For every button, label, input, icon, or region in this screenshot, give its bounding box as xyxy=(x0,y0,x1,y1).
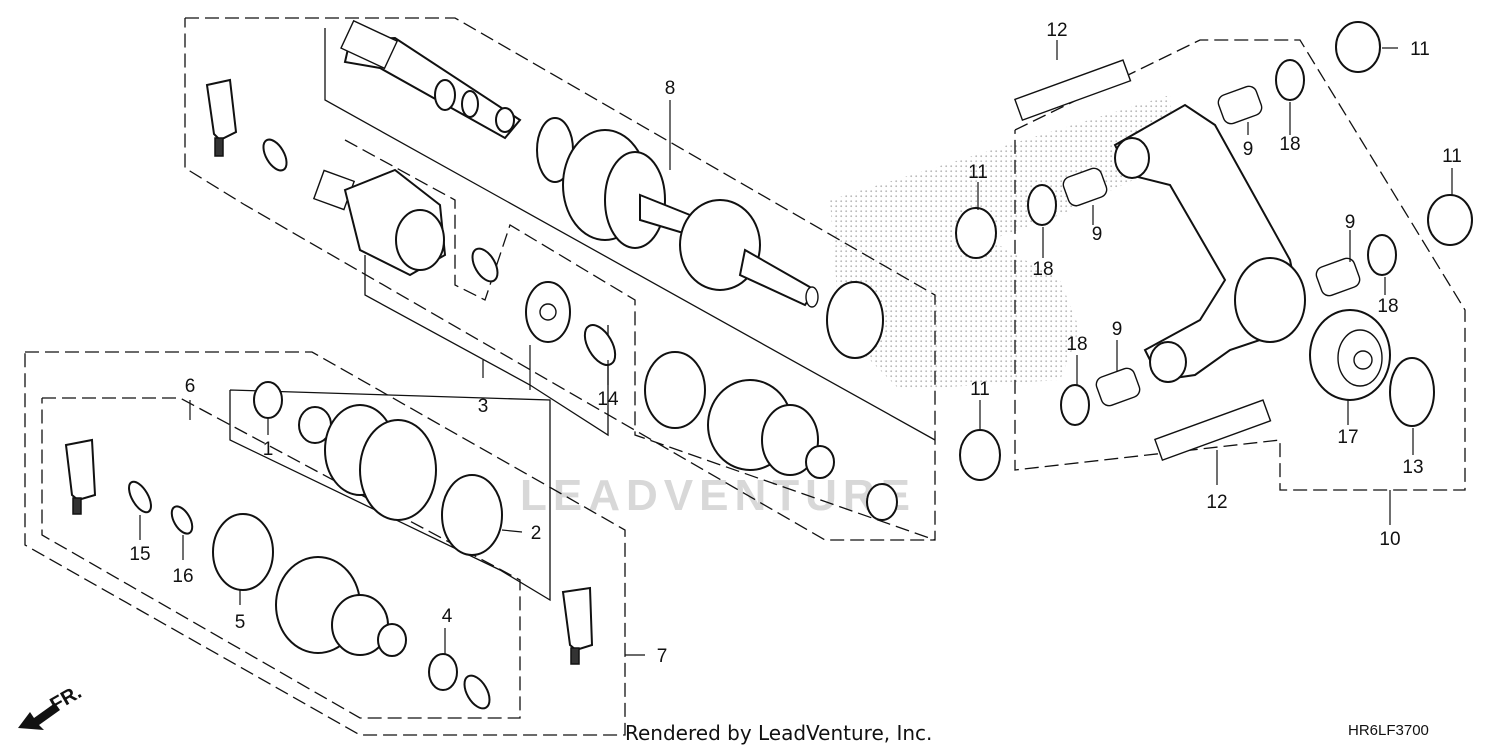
seals-18-icons xyxy=(1027,59,1397,426)
callout-9c: 9 xyxy=(1345,212,1356,233)
circlip-icon-2 xyxy=(471,247,499,283)
diagram-code: HR6LF3700 xyxy=(1348,722,1429,739)
callout-18c: 18 xyxy=(1377,296,1398,317)
sleeve-12a-icon xyxy=(1013,59,1132,121)
callout-16: 16 xyxy=(172,566,193,587)
callout-18d: 18 xyxy=(1066,334,1087,355)
boot-icon xyxy=(707,379,835,479)
callout-11a: 11 xyxy=(1410,39,1430,60)
small-boot-band-icon xyxy=(866,483,898,521)
callout-3: 3 xyxy=(478,396,489,417)
callout-4: 4 xyxy=(442,606,453,627)
grease-tube-icon-3 xyxy=(561,586,594,665)
circlip-icon xyxy=(262,138,288,172)
inner-boot-icon xyxy=(298,404,437,521)
circlip-bottom-icon xyxy=(463,674,491,710)
leader-lines xyxy=(139,40,1453,656)
callout-7: 7 xyxy=(657,646,668,667)
callout-12b: 12 xyxy=(1206,492,1227,513)
callout-6: 6 xyxy=(185,376,196,397)
callout-14: 14 xyxy=(597,389,619,410)
callout-18b: 18 xyxy=(1032,259,1053,280)
callout-17: 17 xyxy=(1337,427,1358,448)
snap-ring-icon xyxy=(583,324,617,366)
callout-12a: 12 xyxy=(1046,20,1067,41)
dust-seal-11-icons xyxy=(955,21,1473,481)
circlip-16-icon xyxy=(170,505,194,535)
callout-15: 15 xyxy=(129,544,150,565)
boot-band-2-icon xyxy=(441,474,503,556)
callout-13: 13 xyxy=(1402,457,1423,478)
cage-bearing-icon xyxy=(525,281,571,343)
sleeve-12b-icon xyxy=(1153,399,1272,461)
boot-band-5-icon xyxy=(212,513,274,591)
callout-11b: 11 xyxy=(968,162,988,183)
callout-1: 1 xyxy=(263,439,274,460)
callout-11c: 11 xyxy=(1442,146,1462,167)
bushings-9-icons xyxy=(1062,85,1361,407)
circlip-15-icon xyxy=(128,480,152,514)
front-direction-arrow-icon: FR. xyxy=(18,681,85,730)
boot-band-4-icon xyxy=(428,653,458,691)
swing-arm-icon xyxy=(1113,103,1306,383)
group-7-frame xyxy=(24,351,626,736)
footer-credit: Rendered by LeadVenture, Inc. xyxy=(625,721,932,745)
drive-shaft-icon xyxy=(340,19,819,308)
group-8-frame xyxy=(184,17,936,541)
callouts: 8 3 14 1 2 5 4 15 16 6 7 12 12 11 11 11 … xyxy=(129,20,1461,667)
callout-8: 8 xyxy=(665,78,676,99)
grease-tube-icon xyxy=(205,78,238,157)
watermark-text: LEADVENTURE xyxy=(520,471,916,520)
callout-10: 10 xyxy=(1379,529,1400,550)
callout-9d: 9 xyxy=(1112,319,1123,340)
boot-2-icon xyxy=(275,556,407,657)
callout-18a: 18 xyxy=(1279,134,1300,155)
callout-2: 2 xyxy=(531,523,542,544)
boot-band-icon xyxy=(644,351,706,429)
snap-ring-13-icon xyxy=(1389,357,1435,427)
callout-9a: 9 xyxy=(1243,139,1254,160)
callout-5: 5 xyxy=(235,612,246,633)
grease-tube-icon-2 xyxy=(64,438,97,515)
callout-9b: 9 xyxy=(1092,224,1103,245)
outer-joint-housing-icon xyxy=(312,168,447,277)
callout-11d: 11 xyxy=(970,379,990,400)
group-10-frame xyxy=(1014,39,1466,491)
boot-band-1-icon xyxy=(253,381,283,419)
large-boot-band-icon xyxy=(826,281,884,359)
background-logo-watermark: LEADVENTURE xyxy=(520,95,1175,520)
bearing-17-icon xyxy=(1309,309,1391,401)
